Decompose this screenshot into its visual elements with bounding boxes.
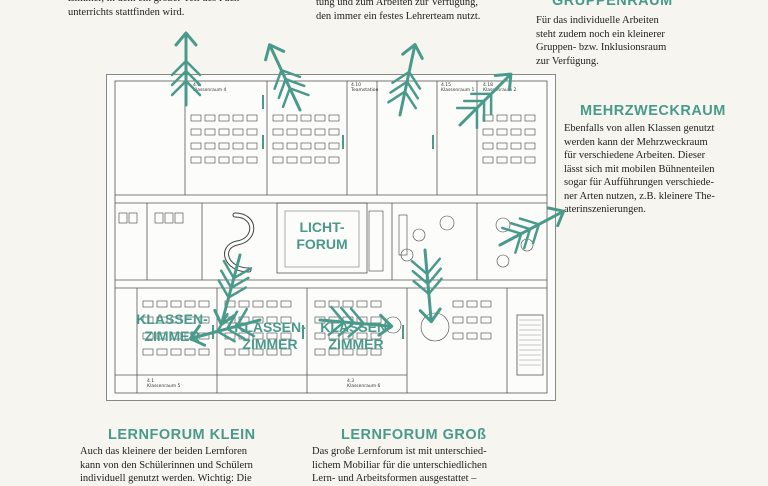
top-left-text: Zimmer, in dem ein großer Teil des Fach-… [68,0,243,18]
room-label-c: 4.15 Klassenraum 1 [441,83,475,93]
lernforum-klein-text: Auch das kleinere der beiden Lernforen k… [80,446,253,484]
mehrzweckraum-text: Ebenfalls von allen Klassen genutzt werd… [564,123,715,215]
klassenzimmer-label-3: KLASSEN- ZIMMER [320,319,392,352]
room-label-b: 4.10 Teamstation [351,83,379,93]
klassenzimmer-label-1: KLASSEN- ZIMMER [136,311,208,344]
room-label-e: 4.1 Klassenraum 5 [147,379,181,389]
klassenzimmer-label-2: KLASSEN- ZIMMER [234,319,306,352]
room-label-a: 4.6 Klassenraum 4 [193,83,227,93]
mehrzweckraum-heading: MEHRZWECKRAUM [580,103,726,119]
lernforum-gross-heading: LERNFORUM GROß [341,427,487,443]
lernforum-gross-text: Das große Lernforum ist mit unterschied-… [312,446,487,484]
room-label-d: 4.18 Klassenraum 2 [483,83,517,93]
gruppenraum-text: Für das individuelle Arbeiten steht zude… [536,15,667,67]
room-label-f: 4.3 Klassenraum 6 [347,379,381,389]
lernforum-klein-heading: LERNFORUM KLEIN [108,427,256,443]
top-center-text: tung und zum Arbeiten zur Verfügung, den… [316,0,481,22]
gruppenraum-heading: GRUPPENRAUM [552,0,673,9]
lichtforum-label: LICHT- FORUM [296,219,348,252]
floor-plan: 4.6 Klassenraum 4 4.10 Teamstation 4.15 … [106,74,556,401]
